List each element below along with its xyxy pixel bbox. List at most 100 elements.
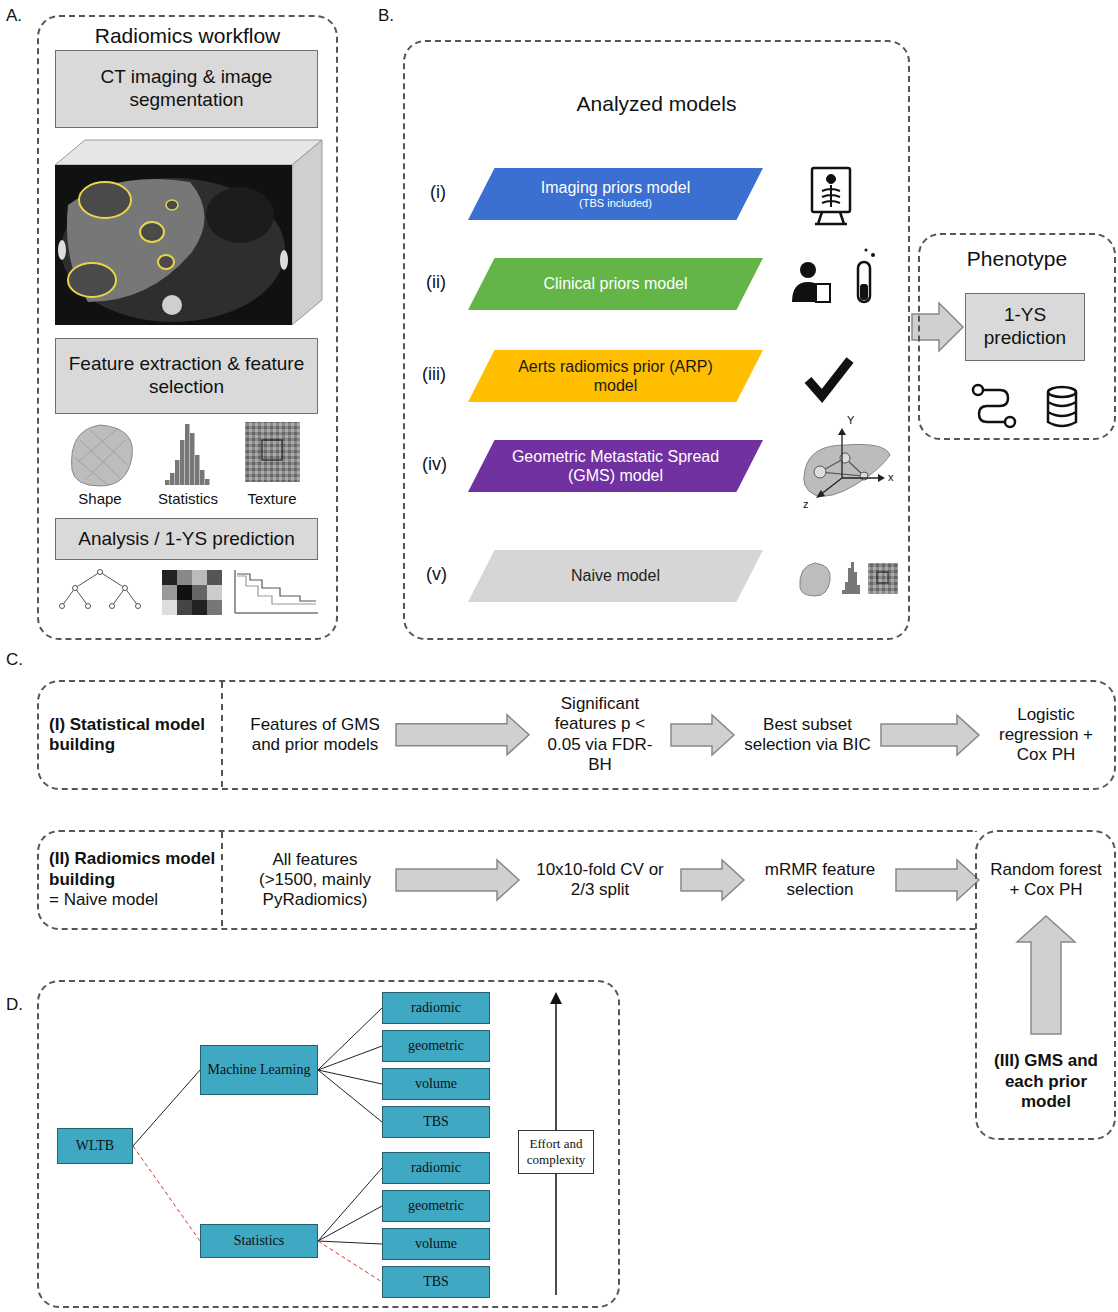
heatmap-thumbnail bbox=[207, 585, 222, 600]
texture-icon bbox=[262, 440, 282, 460]
naive-icons bbox=[800, 563, 830, 596]
row-separator bbox=[221, 682, 223, 788]
node-text: TBS bbox=[423, 1274, 449, 1291]
label-holder: D. bbox=[6, 995, 23, 1015]
tree-line bbox=[133, 1070, 200, 1146]
tree-thumbnail bbox=[136, 604, 141, 609]
panel-frame: Analyzed modelsImaging priors model(TBS … bbox=[403, 40, 910, 640]
label-holder: Y bbox=[847, 414, 854, 427]
panel-letter: C. bbox=[6, 650, 23, 670]
histogram-icon bbox=[190, 433, 195, 485]
node-text: Logistic regression + Cox PH bbox=[987, 705, 1105, 766]
icon-caption: Shape bbox=[50, 490, 150, 508]
node-text: Aerts radiomics prior (ARP) model bbox=[504, 357, 727, 395]
row-separator bbox=[221, 832, 223, 928]
shape-icon bbox=[75, 428, 128, 485]
shape-icon bbox=[72, 425, 133, 486]
node-text: WLTB bbox=[76, 1138, 114, 1155]
item-number: (ii) bbox=[426, 272, 446, 294]
clinician-icon bbox=[816, 284, 830, 302]
node-text: Statistics bbox=[234, 1233, 285, 1250]
block-arrow bbox=[396, 860, 519, 900]
label-holder: A. bbox=[6, 6, 22, 26]
step-text: All features (>1500, mainly PyRadiomics) bbox=[240, 850, 390, 911]
tree-thumbnail bbox=[98, 570, 103, 575]
node-text: volume bbox=[415, 1076, 457, 1093]
naive-icons bbox=[848, 568, 851, 594]
tree-box: TBS bbox=[382, 1266, 490, 1298]
axis-label: x bbox=[888, 471, 894, 484]
naive-icons bbox=[800, 562, 898, 596]
node-text: Effort and complexity bbox=[523, 1136, 589, 1167]
node-text: (III) GMS and each prior model bbox=[983, 1051, 1109, 1112]
ct-image bbox=[55, 140, 322, 165]
heatmap-thumbnail bbox=[177, 600, 192, 615]
clinician-icon bbox=[860, 284, 868, 300]
heatmap-thumbnail bbox=[177, 570, 192, 585]
group-frame: Random forest + Cox PH (III) GMS and each… bbox=[975, 830, 1116, 1140]
block-arrow bbox=[681, 860, 744, 900]
survival-thumbnail bbox=[237, 574, 316, 601]
model-parallelogram: Naive model bbox=[468, 550, 763, 602]
ct-image bbox=[55, 140, 322, 325]
step-text: Logistic regression + Cox PH bbox=[985, 705, 1107, 766]
node-text: All features (>1500, mainly PyRadiomics) bbox=[242, 850, 388, 911]
panel-frame: Radiomics workflowCT imaging & image seg… bbox=[37, 15, 338, 640]
node-text: (TBS included) bbox=[579, 197, 652, 210]
heatmap-thumbnail bbox=[192, 600, 207, 615]
icon-caption: Statistics bbox=[138, 490, 238, 508]
parallelogram-shape bbox=[468, 350, 763, 402]
tree-thumbnail bbox=[60, 604, 65, 609]
tree-line bbox=[318, 1070, 382, 1122]
xray-icon bbox=[822, 185, 840, 207]
xray-icon bbox=[827, 175, 836, 184]
pipeline-icon bbox=[1005, 417, 1015, 427]
liver-icon bbox=[816, 490, 825, 498]
histogram-icon bbox=[205, 479, 210, 485]
tree-box: radiomic bbox=[382, 1152, 490, 1184]
xray-icon bbox=[815, 212, 847, 224]
tree-line bbox=[318, 1046, 382, 1070]
parallelogram-fill bbox=[468, 168, 763, 220]
liver-icon bbox=[804, 444, 890, 496]
tree-line bbox=[318, 1241, 382, 1244]
process-box: Analysis / 1-YS prediction bbox=[55, 518, 318, 560]
tree-thumbnail bbox=[62, 572, 138, 606]
axis-label: z bbox=[803, 498, 809, 511]
histogram-icon bbox=[165, 424, 210, 485]
pipeline-icon bbox=[979, 390, 1008, 422]
ct-image bbox=[158, 255, 174, 269]
parallelogram-shape bbox=[468, 440, 763, 492]
liver-icon bbox=[878, 474, 885, 482]
parallelogram-fill bbox=[468, 258, 763, 310]
histogram-icon bbox=[180, 440, 185, 485]
heading-text: Phenotype bbox=[967, 246, 1067, 271]
histogram-icon bbox=[170, 473, 175, 485]
naive-icons bbox=[868, 563, 898, 594]
block-arrow bbox=[1017, 916, 1075, 1034]
node-text: mRMR feature selection bbox=[752, 860, 888, 901]
node-text: TBS bbox=[423, 1114, 449, 1131]
model-parallelogram: Aerts radiomics prior (ARP) model bbox=[468, 350, 763, 402]
node-text: Significant features p < 0.05 via FDR-BH bbox=[537, 694, 663, 776]
texture-icon bbox=[245, 422, 300, 482]
step-text: Random forest + Cox PH bbox=[985, 850, 1107, 910]
heatmap-thumbnail bbox=[162, 570, 222, 615]
naive-icons bbox=[851, 562, 854, 594]
node-text: radiomic bbox=[411, 1000, 461, 1017]
step-text: mRMR feature selection bbox=[750, 855, 890, 905]
liver-icon bbox=[820, 432, 881, 495]
tree-box: radiomic bbox=[382, 992, 490, 1024]
heatmap-thumbnail bbox=[207, 570, 222, 585]
ct-image bbox=[61, 178, 285, 322]
tree-line bbox=[318, 1070, 382, 1084]
axis-box: Effort and complexity bbox=[518, 1130, 594, 1174]
histogram-icon bbox=[175, 460, 180, 485]
tree-thumbnail bbox=[73, 586, 78, 591]
icon-caption: Texture bbox=[222, 490, 322, 508]
checkmark-icon bbox=[808, 360, 850, 396]
label-holder: (iv) bbox=[422, 454, 447, 476]
survival-thumbnail bbox=[235, 570, 318, 613]
node-text: radiomic bbox=[411, 1160, 461, 1177]
